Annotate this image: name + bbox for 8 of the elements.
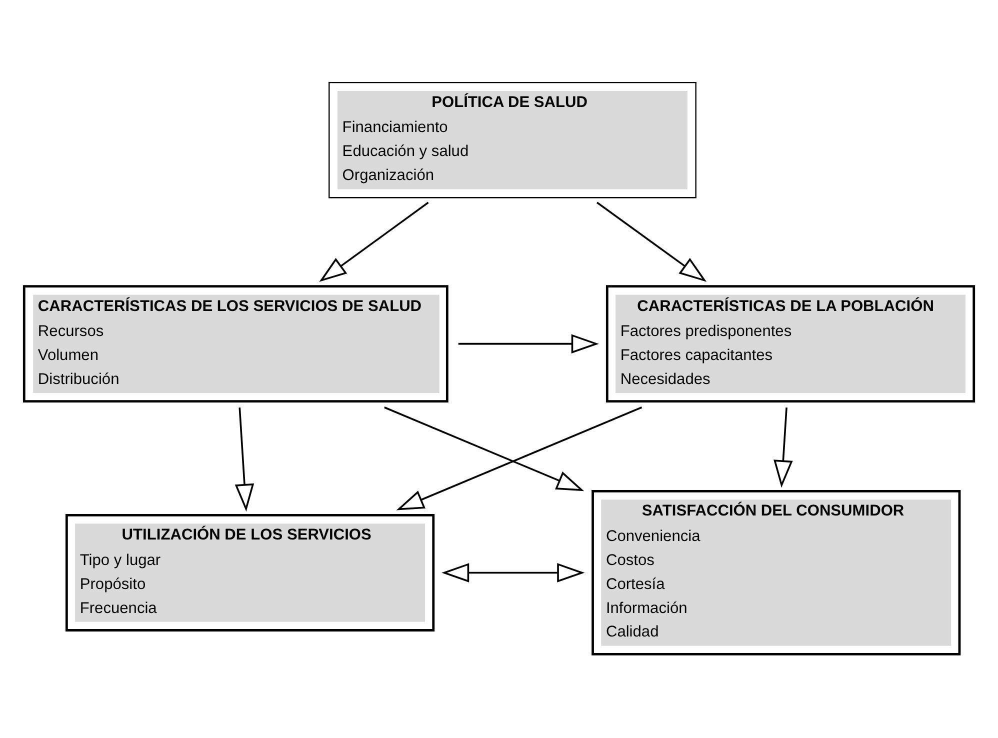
arrow <box>596 202 707 282</box>
arrow <box>458 334 599 354</box>
arrow <box>774 407 793 488</box>
arrow <box>234 407 254 512</box>
arrow <box>319 202 429 282</box>
arrow <box>384 406 584 492</box>
arrow <box>396 406 642 510</box>
arrow <box>442 563 585 582</box>
